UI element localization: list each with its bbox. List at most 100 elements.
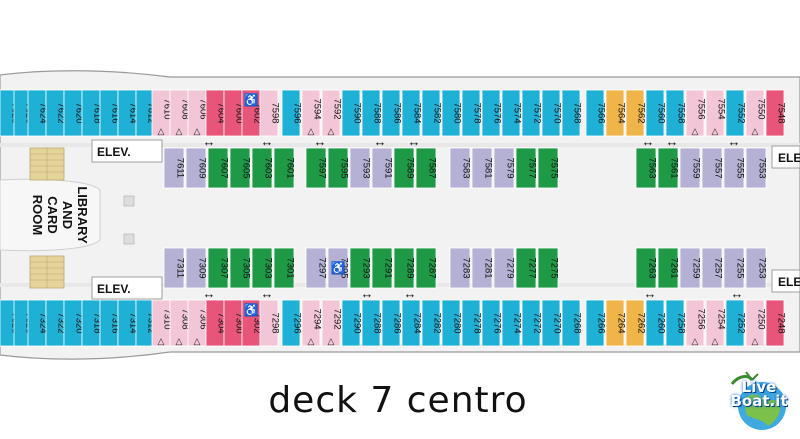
- cabin-7280[interactable]: 7280: [441, 299, 463, 347]
- cabin-7294[interactable]: 7294△: [301, 299, 323, 347]
- cabin-7279[interactable]: 7279: [493, 247, 516, 289]
- cabin-7304[interactable]: 7304: [205, 299, 227, 347]
- cabin-7298[interactable]: 7298: [259, 299, 281, 347]
- cabin-7260[interactable]: 7260: [645, 299, 667, 347]
- cabin-7266[interactable]: 7266: [585, 299, 607, 347]
- cabin-7560[interactable]: 7560: [645, 89, 667, 137]
- cabin-7616[interactable]: 7616: [99, 89, 121, 137]
- cabin-7310[interactable]: 7310△: [151, 299, 173, 347]
- cabin-7296[interactable]: 7296: [281, 299, 303, 347]
- cabin-7603[interactable]: 7603: [251, 147, 274, 189]
- cabin-7597[interactable]: 7597: [305, 147, 328, 189]
- cabin-7288[interactable]: 7288: [361, 299, 383, 347]
- cabin-7566[interactable]: 7566: [585, 89, 607, 137]
- cabin-7606[interactable]: 7606△: [187, 89, 209, 137]
- cabin-7550[interactable]: 7550△: [745, 89, 767, 137]
- cabin-7252[interactable]: 7252: [725, 299, 747, 347]
- cabin-7302[interactable]: 7302♿: [241, 299, 263, 347]
- cabin-7568[interactable]: 7568: [561, 89, 583, 137]
- cabin-7297[interactable]: 7297: [305, 247, 328, 289]
- cabin-7268[interactable]: 7268: [561, 299, 583, 347]
- cabin-7614[interactable]: 7614: [117, 89, 139, 137]
- cabin-7595[interactable]: 7595: [327, 147, 350, 189]
- cabin-7261[interactable]: 7261: [657, 247, 680, 289]
- cabin-7582[interactable]: 7582: [421, 89, 443, 137]
- cabin-7556[interactable]: 7556△: [685, 89, 707, 137]
- cabin-7300[interactable]: 7300: [223, 299, 245, 347]
- cabin-7548[interactable]: 7548: [765, 89, 787, 137]
- cabin-7295[interactable]: 7295♿: [327, 247, 350, 289]
- cabin-7612[interactable]: 7612: [135, 89, 157, 137]
- cabin-7570[interactable]: 7570: [541, 89, 563, 137]
- cabin-7277[interactable]: 7277: [515, 247, 538, 289]
- cabin-7564[interactable]: 7564: [605, 89, 627, 137]
- cabin-7254[interactable]: 7254△: [705, 299, 727, 347]
- cabin-7282[interactable]: 7282: [421, 299, 443, 347]
- cabin-7322[interactable]: 7322: [45, 299, 67, 347]
- cabin-7255[interactable]: 7255: [723, 247, 746, 289]
- cabin-7278[interactable]: 7278: [461, 299, 483, 347]
- cabin-7596[interactable]: 7596: [281, 89, 303, 137]
- cabin-7314[interactable]: 7314: [117, 299, 139, 347]
- cabin-7578[interactable]: 7578: [461, 89, 483, 137]
- cabin-7601[interactable]: 7601: [273, 147, 296, 189]
- cabin-7602[interactable]: 7602♿: [241, 89, 263, 137]
- cabin-7583[interactable]: 7583: [449, 147, 472, 189]
- cabin-7274[interactable]: 7274: [501, 299, 523, 347]
- cabin-7598[interactable]: 7598: [259, 89, 281, 137]
- cabin-7611[interactable]: 7611: [163, 147, 186, 189]
- cabin-7262[interactable]: 7262: [625, 299, 647, 347]
- cabin-7253[interactable]: 7253: [745, 247, 768, 289]
- cabin-7293[interactable]: 7293: [349, 247, 372, 289]
- cabin-7303[interactable]: 7303: [251, 247, 274, 289]
- cabin-7324[interactable]: 7324: [27, 299, 49, 347]
- cabin-7306[interactable]: 7306△: [187, 299, 209, 347]
- cabin-7620[interactable]: 7620: [63, 89, 85, 137]
- cabin-7250[interactable]: 7250△: [745, 299, 767, 347]
- cabin-7593[interactable]: 7593: [349, 147, 372, 189]
- cabin-7555[interactable]: 7555: [723, 147, 746, 189]
- cabin-7286[interactable]: 7286: [381, 299, 403, 347]
- cabin-7309[interactable]: 7309: [185, 247, 208, 289]
- cabin-7292[interactable]: 7292△: [321, 299, 343, 347]
- cabin-7580[interactable]: 7580: [441, 89, 463, 137]
- cabin-7584[interactable]: 7584: [401, 89, 423, 137]
- cabin-7607[interactable]: 7607: [207, 147, 230, 189]
- cabin-7248[interactable]: 7248: [765, 299, 787, 347]
- cabin-7608[interactable]: 7608△: [169, 89, 191, 137]
- cabin-7287[interactable]: 7287: [415, 247, 438, 289]
- cabin-7284[interactable]: 7284: [401, 299, 423, 347]
- cabin-7316[interactable]: 7316: [99, 299, 121, 347]
- cabin-7622[interactable]: 7622: [45, 89, 67, 137]
- cabin-7320[interactable]: 7320: [63, 299, 85, 347]
- cabin-7588[interactable]: 7588: [361, 89, 383, 137]
- cabin-7618[interactable]: 7618: [81, 89, 103, 137]
- cabin-7264[interactable]: 7264: [605, 299, 627, 347]
- cabin-7558[interactable]: 7558: [665, 89, 687, 137]
- cabin-7605[interactable]: 7605: [229, 147, 252, 189]
- cabin-7581[interactable]: 7581: [471, 147, 494, 189]
- cabin-7289[interactable]: 7289: [393, 247, 416, 289]
- cabin-7574[interactable]: 7574: [501, 89, 523, 137]
- cabin-7301[interactable]: 7301: [273, 247, 296, 289]
- cabin-7275[interactable]: 7275: [537, 247, 560, 289]
- cabin-7291[interactable]: 7291: [371, 247, 394, 289]
- cabin-7311[interactable]: 7311: [163, 247, 186, 289]
- cabin-7572[interactable]: 7572: [521, 89, 543, 137]
- cabin-7590[interactable]: 7590: [341, 89, 363, 137]
- cabin-7624[interactable]: 7624: [27, 89, 49, 137]
- cabin-7276[interactable]: 7276: [481, 299, 503, 347]
- cabin-7577[interactable]: 7577: [515, 147, 538, 189]
- cabin-7553[interactable]: 7553: [745, 147, 768, 189]
- cabin-7575[interactable]: 7575: [537, 147, 560, 189]
- cabin-7305[interactable]: 7305: [229, 247, 252, 289]
- cabin-7561[interactable]: 7561: [657, 147, 680, 189]
- cabin-7563[interactable]: 7563: [635, 147, 658, 189]
- cabin-7609[interactable]: 7609: [185, 147, 208, 189]
- cabin-7604[interactable]: 7604: [205, 89, 227, 137]
- cabin-7576[interactable]: 7576: [481, 89, 503, 137]
- cabin-7594[interactable]: 7594△: [301, 89, 323, 137]
- cabin-7557[interactable]: 7557: [701, 147, 724, 189]
- cabin-7554[interactable]: 7554△: [705, 89, 727, 137]
- cabin-7586[interactable]: 7586: [381, 89, 403, 137]
